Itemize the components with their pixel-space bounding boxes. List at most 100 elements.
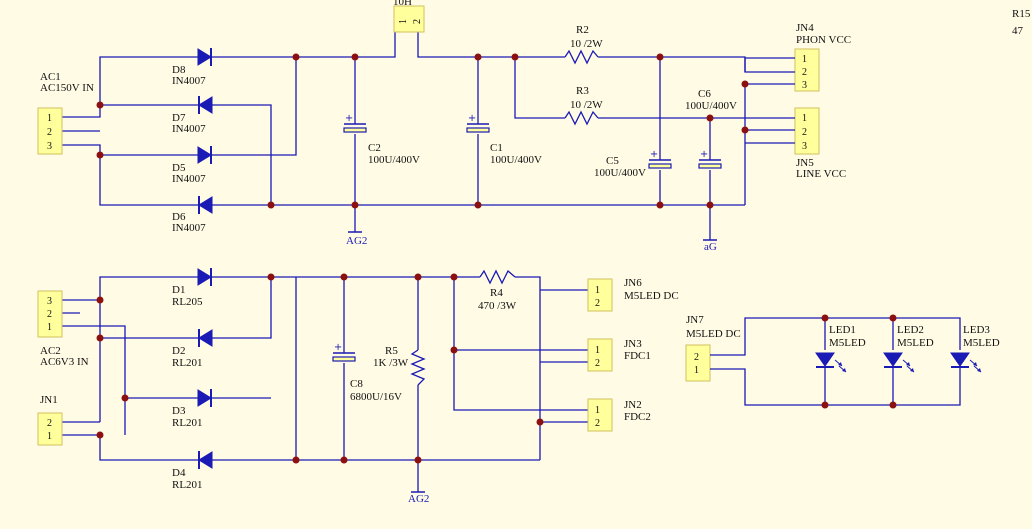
jn1-pin-1: 1 bbox=[47, 431, 52, 442]
jn5-pin-1: 1 bbox=[802, 113, 807, 124]
led-wires bbox=[710, 317, 961, 406]
r2-ref: R2 bbox=[576, 24, 589, 36]
ac1-value: AC150V IN bbox=[40, 82, 94, 94]
d6-value: IN4007 bbox=[172, 222, 206, 234]
led1-symbol bbox=[815, 352, 847, 373]
d4-ref: D4 bbox=[172, 467, 186, 479]
10h-pin-1: 1 bbox=[398, 19, 409, 24]
c8-ref: C8 bbox=[350, 378, 363, 390]
jn4-pin-1: 1 bbox=[802, 54, 807, 65]
connector-ac2: 3 2 1 bbox=[37, 290, 63, 338]
jn4-pin-3: 3 bbox=[802, 80, 807, 91]
ac1-pin-3: 3 bbox=[47, 141, 52, 152]
jn7-ref: JN7 bbox=[686, 314, 704, 326]
led3-ref: LED3 bbox=[963, 324, 990, 336]
c2-ref: C2 bbox=[368, 142, 381, 154]
d1-ref: D1 bbox=[172, 284, 185, 296]
c6-ref: C6 bbox=[698, 88, 711, 100]
jn4-ref: JN4 bbox=[796, 22, 814, 34]
ac2-value: AC6V3 IN bbox=[40, 356, 89, 368]
r5-value: 1K /3W bbox=[373, 357, 409, 369]
jn6-value: M5LED DC bbox=[624, 290, 679, 302]
10h-pin-2: 2 bbox=[412, 19, 423, 24]
d5-ref: D5 bbox=[172, 162, 186, 174]
jn4-pin-2: 2 bbox=[802, 67, 807, 78]
connector-10h: 1 2 bbox=[393, 5, 425, 33]
ac1-pin-1: 1 bbox=[47, 113, 52, 124]
jn3-pin-2: 2 bbox=[595, 358, 600, 369]
d7-value: IN4007 bbox=[172, 123, 206, 135]
d6-ref: D6 bbox=[172, 211, 186, 223]
d2-value: RL201 bbox=[172, 357, 203, 369]
jn1-pin-2: 2 bbox=[47, 418, 52, 429]
diode-d5-symbol bbox=[197, 145, 212, 165]
diode-d1-symbol bbox=[197, 267, 212, 287]
jn5-ref: JN5 bbox=[796, 157, 814, 169]
d3-value: RL201 bbox=[172, 417, 203, 429]
r4-ref: R4 bbox=[490, 287, 503, 299]
connector-jn6: 1 2 bbox=[587, 278, 613, 312]
connector-jn1: 2 1 bbox=[37, 412, 63, 446]
led1-value: M5LED bbox=[829, 337, 866, 349]
jn3-value: FDC1 bbox=[624, 350, 651, 362]
r2-value: 10 /2W bbox=[570, 38, 603, 50]
r4-value: 470 /3W bbox=[478, 300, 517, 312]
led3-symbol bbox=[950, 352, 982, 373]
top-wires bbox=[62, 30, 788, 240]
jn5-pin-2: 2 bbox=[802, 127, 807, 138]
resistor-r3-symbol bbox=[564, 110, 599, 126]
jn7-value: M5LED DC bbox=[686, 328, 741, 340]
ag-label: aG bbox=[704, 241, 717, 253]
diode-d4-symbol bbox=[198, 450, 213, 470]
connector-jn2: 1 2 bbox=[587, 398, 613, 432]
c2-value: 100U/400V bbox=[368, 154, 420, 166]
ag2-label-bottom: AG2 bbox=[408, 493, 429, 505]
c5-ref: C5 bbox=[606, 155, 619, 167]
d8-value: IN4007 bbox=[172, 75, 206, 87]
jn5-pin-3: 3 bbox=[802, 141, 807, 152]
ac2-ref: AC2 bbox=[40, 345, 61, 357]
resistor-r5-symbol bbox=[410, 349, 426, 386]
c5-value: 100U/400V bbox=[594, 167, 646, 179]
ag2-label-top: AG2 bbox=[346, 235, 367, 247]
jn5-value: LINE VCC bbox=[796, 168, 846, 180]
top-junctions bbox=[96, 53, 749, 209]
jn1-ref: JN1 bbox=[40, 394, 58, 406]
ac2-pin-3: 3 bbox=[47, 296, 52, 307]
r15-value: 47 bbox=[1012, 25, 1024, 37]
ac1-ref: AC1 bbox=[40, 71, 61, 83]
bottom-wires bbox=[62, 276, 588, 492]
connector-jn5: 1 2 3 bbox=[794, 107, 820, 155]
jn6-pin-1: 1 bbox=[595, 285, 600, 296]
d8-ref: D8 bbox=[172, 64, 186, 76]
jn7-pin-2: 2 bbox=[694, 352, 699, 363]
jn2-pin-2: 2 bbox=[595, 418, 600, 429]
d2-ref: D2 bbox=[172, 345, 185, 357]
resistor-r4-symbol bbox=[479, 269, 516, 285]
led3-value: M5LED bbox=[963, 337, 1000, 349]
d1-value: RL205 bbox=[172, 296, 203, 308]
bottom-junctions bbox=[96, 273, 897, 464]
jn6-ref: JN6 bbox=[624, 277, 642, 289]
r5-ref: R5 bbox=[385, 345, 398, 357]
jn2-value: FDC2 bbox=[624, 411, 651, 423]
jn6-pin-2: 2 bbox=[595, 298, 600, 309]
d3-ref: D3 bbox=[172, 405, 186, 417]
jn2-pin-1: 1 bbox=[595, 405, 600, 416]
led1-ref: LED1 bbox=[829, 324, 856, 336]
ac1-pin-2: 2 bbox=[47, 127, 52, 138]
jn3-pin-1: 1 bbox=[595, 345, 600, 356]
d5-value: IN4007 bbox=[172, 173, 206, 185]
r15-ref: R15 bbox=[1012, 8, 1031, 20]
connector-ac1: 1 2 3 bbox=[37, 107, 63, 155]
c1-value: 100U/400V bbox=[490, 154, 542, 166]
r3-value: 10 /2W bbox=[570, 99, 603, 111]
diode-d8-symbol bbox=[197, 47, 212, 67]
connector-jn3: 1 2 bbox=[587, 338, 613, 372]
d7-ref: D7 bbox=[172, 112, 186, 124]
resistor-r2-symbol bbox=[564, 49, 599, 65]
jn2-ref: JN2 bbox=[624, 399, 642, 411]
diode-d2-symbol bbox=[198, 328, 213, 348]
d4-value: RL201 bbox=[172, 479, 203, 491]
